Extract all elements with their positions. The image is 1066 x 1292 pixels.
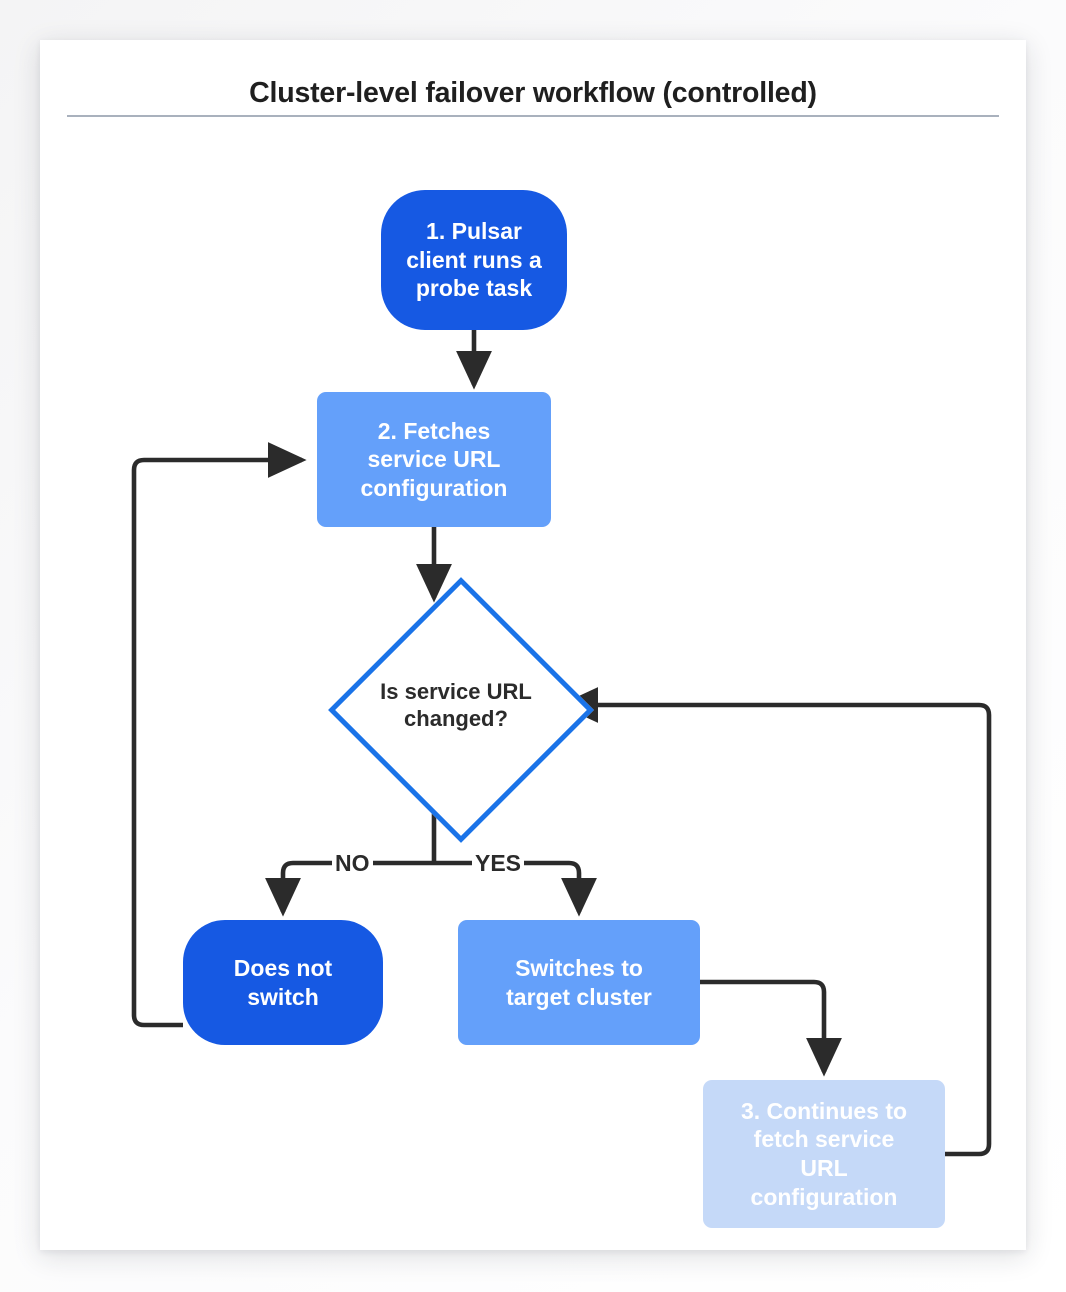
edge-noswitch-to-fetch	[131, 442, 307, 1028]
node-decision-is-service-url-changed-label: Is service URL changed?	[380, 678, 532, 732]
diagram-card: Cluster-level failover workflow (control…	[40, 40, 1026, 1250]
node-does-not-switch[interactable]: Does not switch	[183, 920, 383, 1045]
page-title: Cluster-level failover workflow (control…	[249, 77, 817, 109]
edge-label-yes: YES	[472, 850, 525, 877]
node-pulsar-client-probe[interactable]: 1. Pulsar client runs a probe task	[381, 190, 567, 330]
flowchart-canvas: 1. Pulsar client runs a probe task 2. Fe…	[40, 40, 1026, 1250]
edge-switch-to-continue	[700, 979, 842, 1077]
edge-label-no: NO	[332, 850, 373, 877]
node-switches-to-target-cluster[interactable]: Switches to target cluster	[458, 920, 700, 1045]
node-continues-to-fetch-service-url-configuration[interactable]: 3. Continues to fetch service URL config…	[703, 1080, 945, 1228]
node-fetches-service-url-configuration[interactable]: 2. Fetches service URL configuration	[317, 392, 551, 527]
edge-decision-no	[265, 860, 434, 917]
connector-layer	[131, 330, 992, 1157]
edge-decision-yes	[434, 860, 597, 917]
edge-continue-to-decision	[559, 687, 992, 1157]
title-divider	[67, 115, 999, 117]
